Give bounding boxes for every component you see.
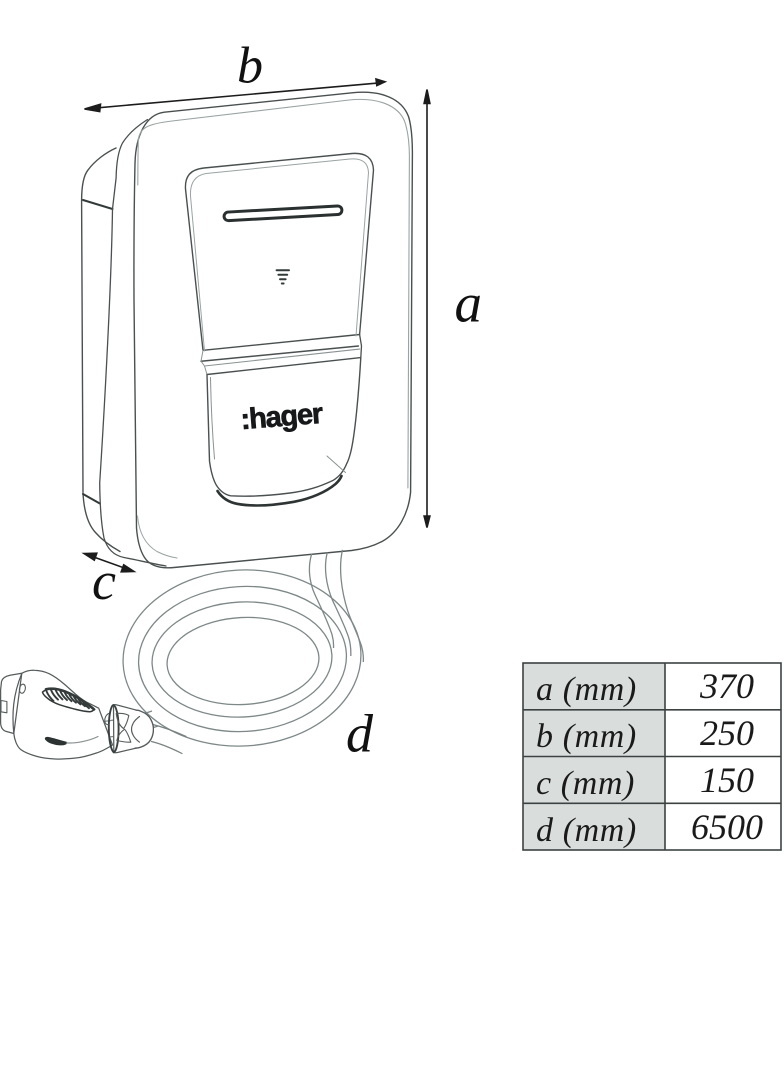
svg-text:a: a [455,273,483,334]
svg-text:6500: 6500 [691,807,763,847]
svg-text:250: 250 [700,713,754,753]
svg-text:150: 150 [700,760,754,800]
svg-text:b: b [237,38,263,95]
svg-text::hager: :hager [239,398,324,436]
svg-text:a (mm): a (mm) [536,671,637,708]
svg-text:370: 370 [699,666,754,706]
svg-text:c: c [92,551,116,611]
svg-text:d: d [346,704,374,764]
svg-text:d (mm): d (mm) [536,812,637,849]
svg-text:c (mm): c (mm) [536,765,635,802]
svg-text:b (mm): b (mm) [536,718,637,755]
